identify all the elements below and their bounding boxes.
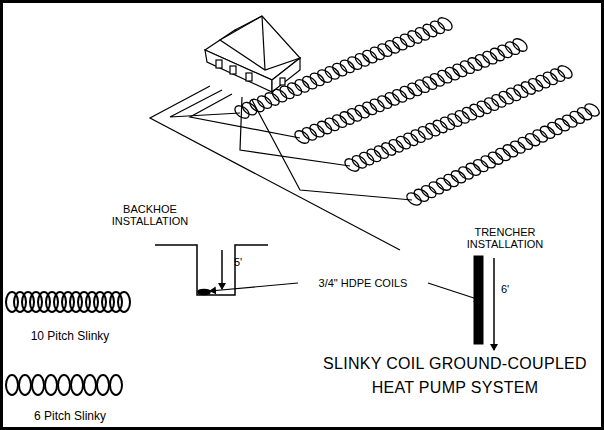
coil-loop xyxy=(97,375,109,395)
coil-loop xyxy=(583,101,602,118)
label: BACKHOE INSTALLATION xyxy=(102,203,198,227)
ground-plane xyxy=(150,86,412,250)
label: 6' xyxy=(501,283,509,295)
coil-loop xyxy=(556,63,575,81)
coil-loop xyxy=(118,292,130,312)
house xyxy=(205,16,300,92)
coil-loop xyxy=(32,375,44,395)
trencher-trench xyxy=(474,256,494,350)
label: 3/4" HDPE COILS xyxy=(317,277,410,289)
label: TRENCHER INSTALLATION xyxy=(455,226,555,250)
coil-loop xyxy=(511,36,530,54)
title: SLINKY COIL GROUND-COUPLED HEAT PUMP SYS… xyxy=(320,352,590,400)
coil-loop xyxy=(110,375,122,395)
label: 6 Pitch Slinky xyxy=(34,410,106,422)
slinky-pitch-sample xyxy=(6,292,130,395)
coil-loop xyxy=(84,375,96,395)
label: 5' xyxy=(234,256,242,268)
coil-loop xyxy=(6,375,18,395)
coil-loop xyxy=(71,375,83,395)
slinky-coils xyxy=(233,15,602,207)
coil-loop xyxy=(58,375,70,395)
coil-loop xyxy=(436,15,455,33)
label: 10 Pitch Slinky xyxy=(31,330,110,342)
coil-loop xyxy=(45,375,57,395)
coil-loop xyxy=(19,375,31,395)
